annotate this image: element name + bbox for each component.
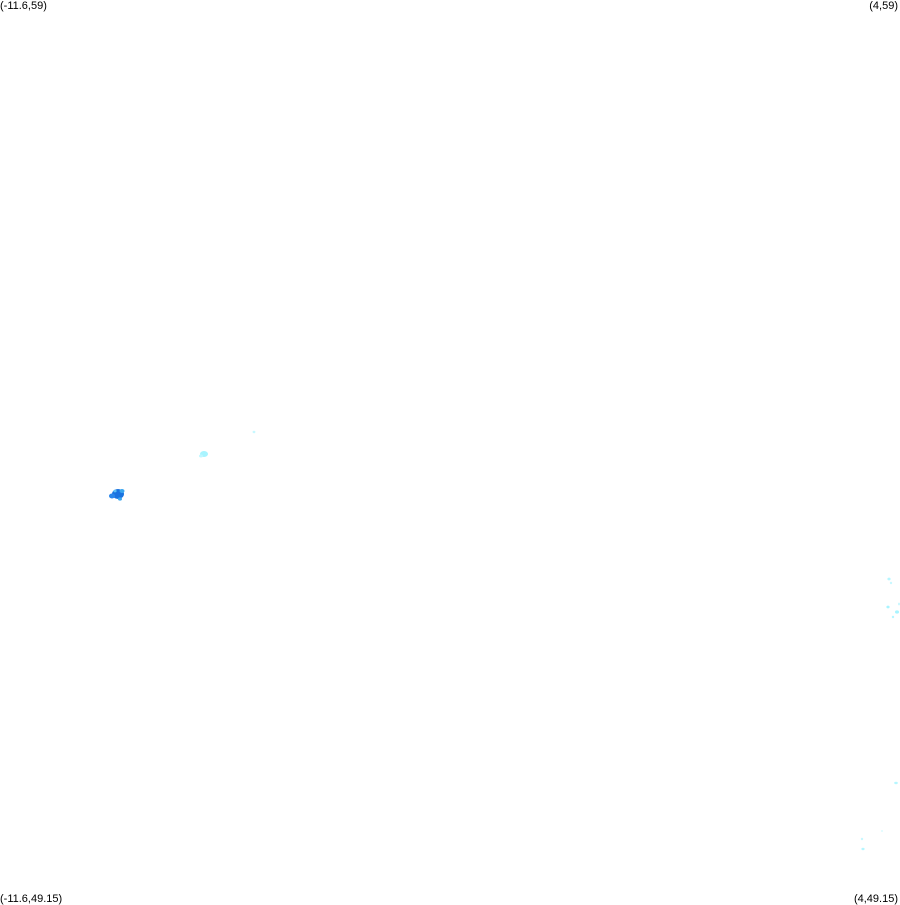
density-spot: [886, 605, 890, 609]
patches-east: [860, 577, 900, 851]
density-spot: [861, 847, 865, 851]
corner-coord-bottom-left: (-11.6,49.15): [0, 893, 63, 905]
corner-coord-bottom-right: (4,49.15): [853, 893, 898, 905]
density-spot: [109, 493, 115, 499]
corner-coord-top-right: (4,59): [869, 0, 898, 12]
density-spot: [199, 454, 203, 458]
density-spot: [881, 830, 883, 832]
density-spot: [887, 577, 891, 581]
density-spot: [860, 837, 864, 841]
corner-coord-top-left: (-11.6,59): [0, 0, 47, 12]
patches-central: [199, 430, 256, 458]
density-spot: [894, 781, 898, 785]
density-spot: [252, 430, 256, 434]
density-spot: [119, 489, 125, 493]
density-spot: [118, 497, 122, 501]
cluster-west: [109, 489, 125, 501]
density-spot: [889, 581, 893, 585]
density-spot: [113, 489, 117, 493]
density-spot: [895, 610, 899, 614]
density-spot: [891, 615, 895, 619]
